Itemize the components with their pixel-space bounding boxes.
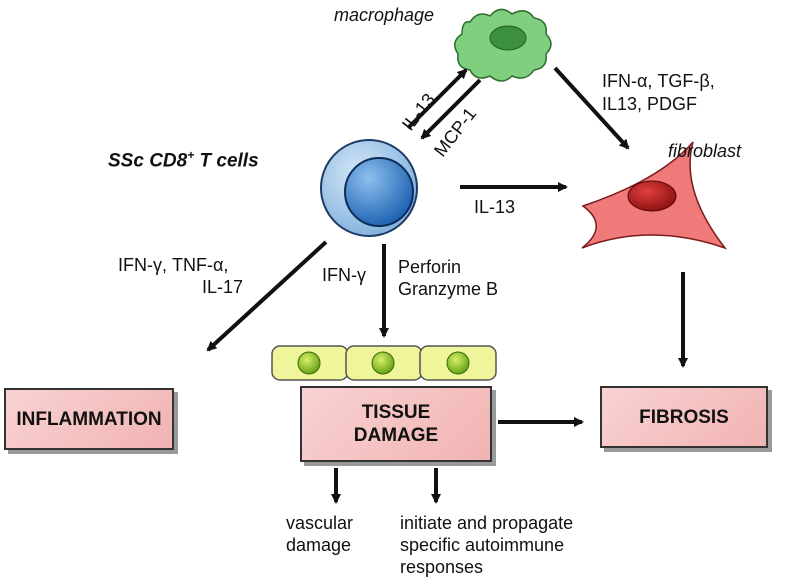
tissue-damage-label-line2: DAMAGE	[353, 425, 439, 446]
edge-macrophage-fibroblast-line2: IL13, PDGF	[602, 94, 698, 114]
t-cells-label-sup: +	[187, 148, 195, 162]
t-cells-label-suffix: T cells	[194, 150, 259, 172]
epithelial-cells	[271, 345, 497, 381]
fibrosis-label: FIBROSIS	[639, 406, 729, 428]
inflammation-box: INFLAMMATION	[4, 388, 174, 450]
tissue-damage-label-line1: TISSUE	[361, 402, 431, 423]
t-cell	[320, 139, 418, 237]
t-cells-label: SSc CD8+ T cells	[108, 144, 259, 172]
fibroblast-cell	[581, 141, 728, 250]
fibrosis-box: FIBROSIS	[600, 386, 768, 448]
macrophage-cell	[454, 8, 552, 82]
inflammation-label: INFLAMMATION	[16, 408, 162, 430]
edge-ifn-gamma-tissue: IFN-γ	[322, 265, 366, 285]
t-cells-label-main: SSc CD8	[108, 150, 188, 172]
fibroblast-label: fibroblast	[668, 141, 742, 161]
arrow-tcell-to-macrophage	[406, 68, 468, 130]
arrow-macrophage-to-tcell	[420, 78, 482, 140]
arrow-macrophage-to-fibroblast	[553, 66, 630, 150]
vascular-line1: vascular	[286, 513, 354, 533]
arrow-tcell-to-inflammation	[206, 240, 328, 352]
autoimmune-line1: initiate and propagate	[400, 513, 574, 533]
vascular-line2: damage	[286, 535, 352, 555]
edge-perforin: Perforin	[398, 257, 462, 277]
autoimmune-line2: specific autoimmune	[400, 535, 565, 555]
edge-inflammation-line2: IL-17	[202, 277, 244, 297]
edge-macrophage-fibroblast-line1: IFN-α, TGF-β,	[602, 71, 715, 91]
edge-granzyme-b: Granzyme B	[398, 279, 499, 299]
edge-inflammation-line1: IFN-γ, TNF-α,	[118, 255, 229, 275]
edge-il13-to-fibroblast: IL-13	[474, 197, 516, 217]
macrophage-label: macrophage	[334, 5, 435, 25]
autoimmune-line3: responses	[400, 557, 484, 577]
